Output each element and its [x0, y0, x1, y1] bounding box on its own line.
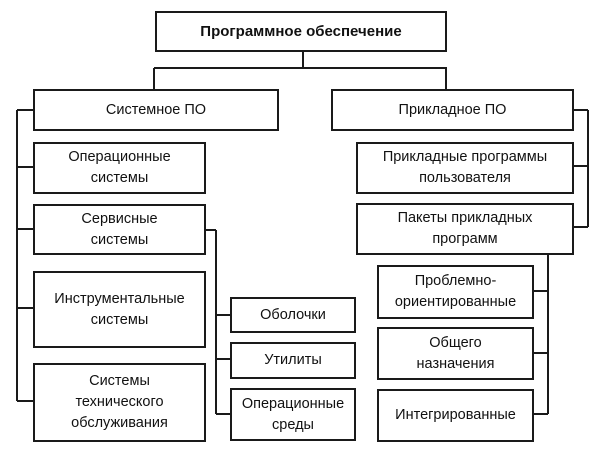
node-integrated: Интегрированные [377, 389, 534, 442]
node-service-systems-label: Сервисные системы [81, 210, 158, 248]
node-maintenance-systems: Системы технического обслуживания [33, 363, 206, 442]
node-system-software: Системное ПО [33, 89, 279, 131]
node-user-application-programs: Прикладные программы пользователя [356, 142, 574, 194]
node-general-purpose-label: Общего назначения [416, 334, 495, 372]
node-utilities: Утилиты [230, 342, 356, 379]
node-application-software-label: Прикладное ПО [398, 101, 507, 118]
node-application-packages-label: Пакеты прикладных программ [397, 210, 533, 247]
node-user-application-programs-label: Прикладные программы пользователя [382, 149, 548, 186]
node-maintenance-systems-label: Системы технического обслуживания [71, 373, 168, 431]
node-instrumental-systems-label: Инструментальные системы [54, 290, 185, 328]
node-operating-environments: Операционные среды [230, 388, 356, 441]
root-node-label: Программное обеспечение [200, 23, 402, 40]
node-instrumental-systems: Инструментальные системы [33, 271, 206, 348]
node-operating-systems: Операционные системы [33, 142, 206, 194]
node-application-packages: Пакеты прикладных программ [356, 203, 574, 255]
node-operating-systems-label: Операционные системы [68, 149, 171, 186]
node-utilities-label: Утилиты [264, 352, 322, 368]
root-node-software: Программное обеспечение [155, 11, 447, 52]
node-general-purpose: Общего назначения [377, 327, 534, 380]
node-operating-environments-label: Операционные среды [241, 395, 345, 433]
node-shells-label: Оболочки [260, 306, 326, 323]
node-system-software-label: Системное ПО [105, 101, 207, 118]
node-problem-oriented-label: Проблемно- ориентированные [394, 273, 517, 310]
node-problem-oriented: Проблемно- ориентированные [377, 265, 534, 319]
node-shells: Оболочки [230, 297, 356, 333]
node-service-systems: Сервисные системы [33, 204, 206, 255]
node-application-software: Прикладное ПО [331, 89, 574, 131]
node-integrated-label: Интегрированные [395, 407, 516, 423]
